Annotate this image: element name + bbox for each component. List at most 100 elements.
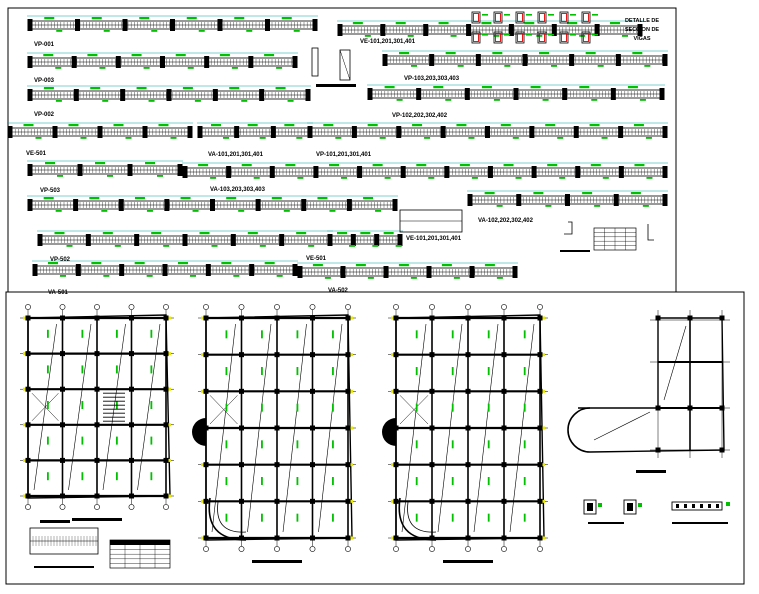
plan-column [345,425,351,431]
reinforcement-tag [451,330,454,339]
plan-column [310,315,315,321]
rebar-mark [229,87,240,90]
axis-marker [542,426,545,430]
rebar-mark [384,86,395,89]
support-column [230,234,236,246]
section-outline [581,11,591,24]
support-column [177,164,183,176]
plan-column [501,425,507,431]
support-column [367,88,373,100]
support-column [269,166,275,178]
plan-column [239,462,244,468]
reinforcement-tag [523,403,526,412]
plan-column [60,351,65,357]
support-column [351,126,357,138]
rebar-mark [395,245,402,247]
reinforcement-tag [523,330,526,339]
rebar-mark [630,192,641,195]
plan-column [94,351,100,357]
beam-label: VE-101,201,301,401 [406,236,462,242]
plan-column [25,386,31,392]
plan-column [163,386,169,392]
reinforcement-tag [332,403,334,412]
rebar-mark [139,17,150,20]
rebar-mark [241,100,248,102]
plan-column [537,462,543,468]
beam-label: VE-101,201,301,401 [360,39,416,45]
axis-marker [201,499,204,503]
rebar-mark [428,177,435,179]
axis-bubble [128,504,135,510]
plan-column [465,315,471,321]
rebar-mark [23,124,34,127]
curved-wall [398,497,437,541]
support-column [75,264,81,276]
reinforcement-tag [296,513,299,522]
axis-bubble [393,304,399,310]
support-column [32,264,38,276]
plan-column [537,315,543,321]
axis-marker [23,494,26,498]
rebar-mark [639,99,646,101]
floor-plan-2 [192,304,356,563]
detail-caption-bar [40,520,70,523]
rebar-mark [496,205,503,207]
plan-column [465,425,471,431]
support-column [529,126,535,138]
plan-column [719,315,725,321]
reinforcement-tag [487,367,490,375]
support-column [397,234,403,246]
section-tag [592,14,598,16]
plan-column [429,498,435,504]
slab-x [31,393,59,421]
section-tag [482,14,488,16]
rebar-mark [89,197,100,200]
axis-bubble [345,546,351,552]
reinforcement-tag [261,477,263,485]
plan-column [274,352,280,358]
axis-bubble [465,304,471,310]
beam-section-details [471,11,598,44]
reinforcement-tag [115,472,118,481]
rebar-mark [456,124,467,127]
axis-marker [391,316,394,320]
rebar-mark [412,124,423,127]
reinforcement-tag [415,330,418,339]
reinforcement-tag [150,472,153,481]
plan-column [60,457,65,463]
plan-column [94,422,100,428]
plan-sheet-frame [5,291,745,585]
rebar-mark [398,264,409,267]
detail-title-line: SECCION DE [625,27,660,33]
support-column [265,19,270,31]
support-column [487,166,493,178]
beam-label: VP-101,201,301,401 [316,152,372,158]
support-column [305,89,311,101]
plan-column [345,462,351,468]
beam-elevation [27,195,398,212]
slab-diagonal [282,323,307,533]
support-column [118,199,124,211]
beam-elevation [37,230,333,247]
plan-column [163,493,169,499]
reinforcement-tag [81,436,84,445]
rebar-mark [44,17,55,20]
plan-column [274,462,280,468]
support-column [610,88,616,100]
column-detail [339,49,351,81]
rebar-mark [493,35,500,37]
plan-column [203,498,209,504]
plan-column [94,457,100,463]
reinforcement-tag [332,477,334,485]
rebar-mark [453,277,460,279]
beam-elevation [32,260,298,277]
plan-column [239,315,244,321]
rebar-mark [148,100,155,102]
rebar-mark [433,86,444,89]
support-column [97,126,103,138]
plan-column [429,388,435,394]
plan-column [655,315,661,321]
rebar-mark [54,232,65,235]
rebar-mark [512,137,519,139]
